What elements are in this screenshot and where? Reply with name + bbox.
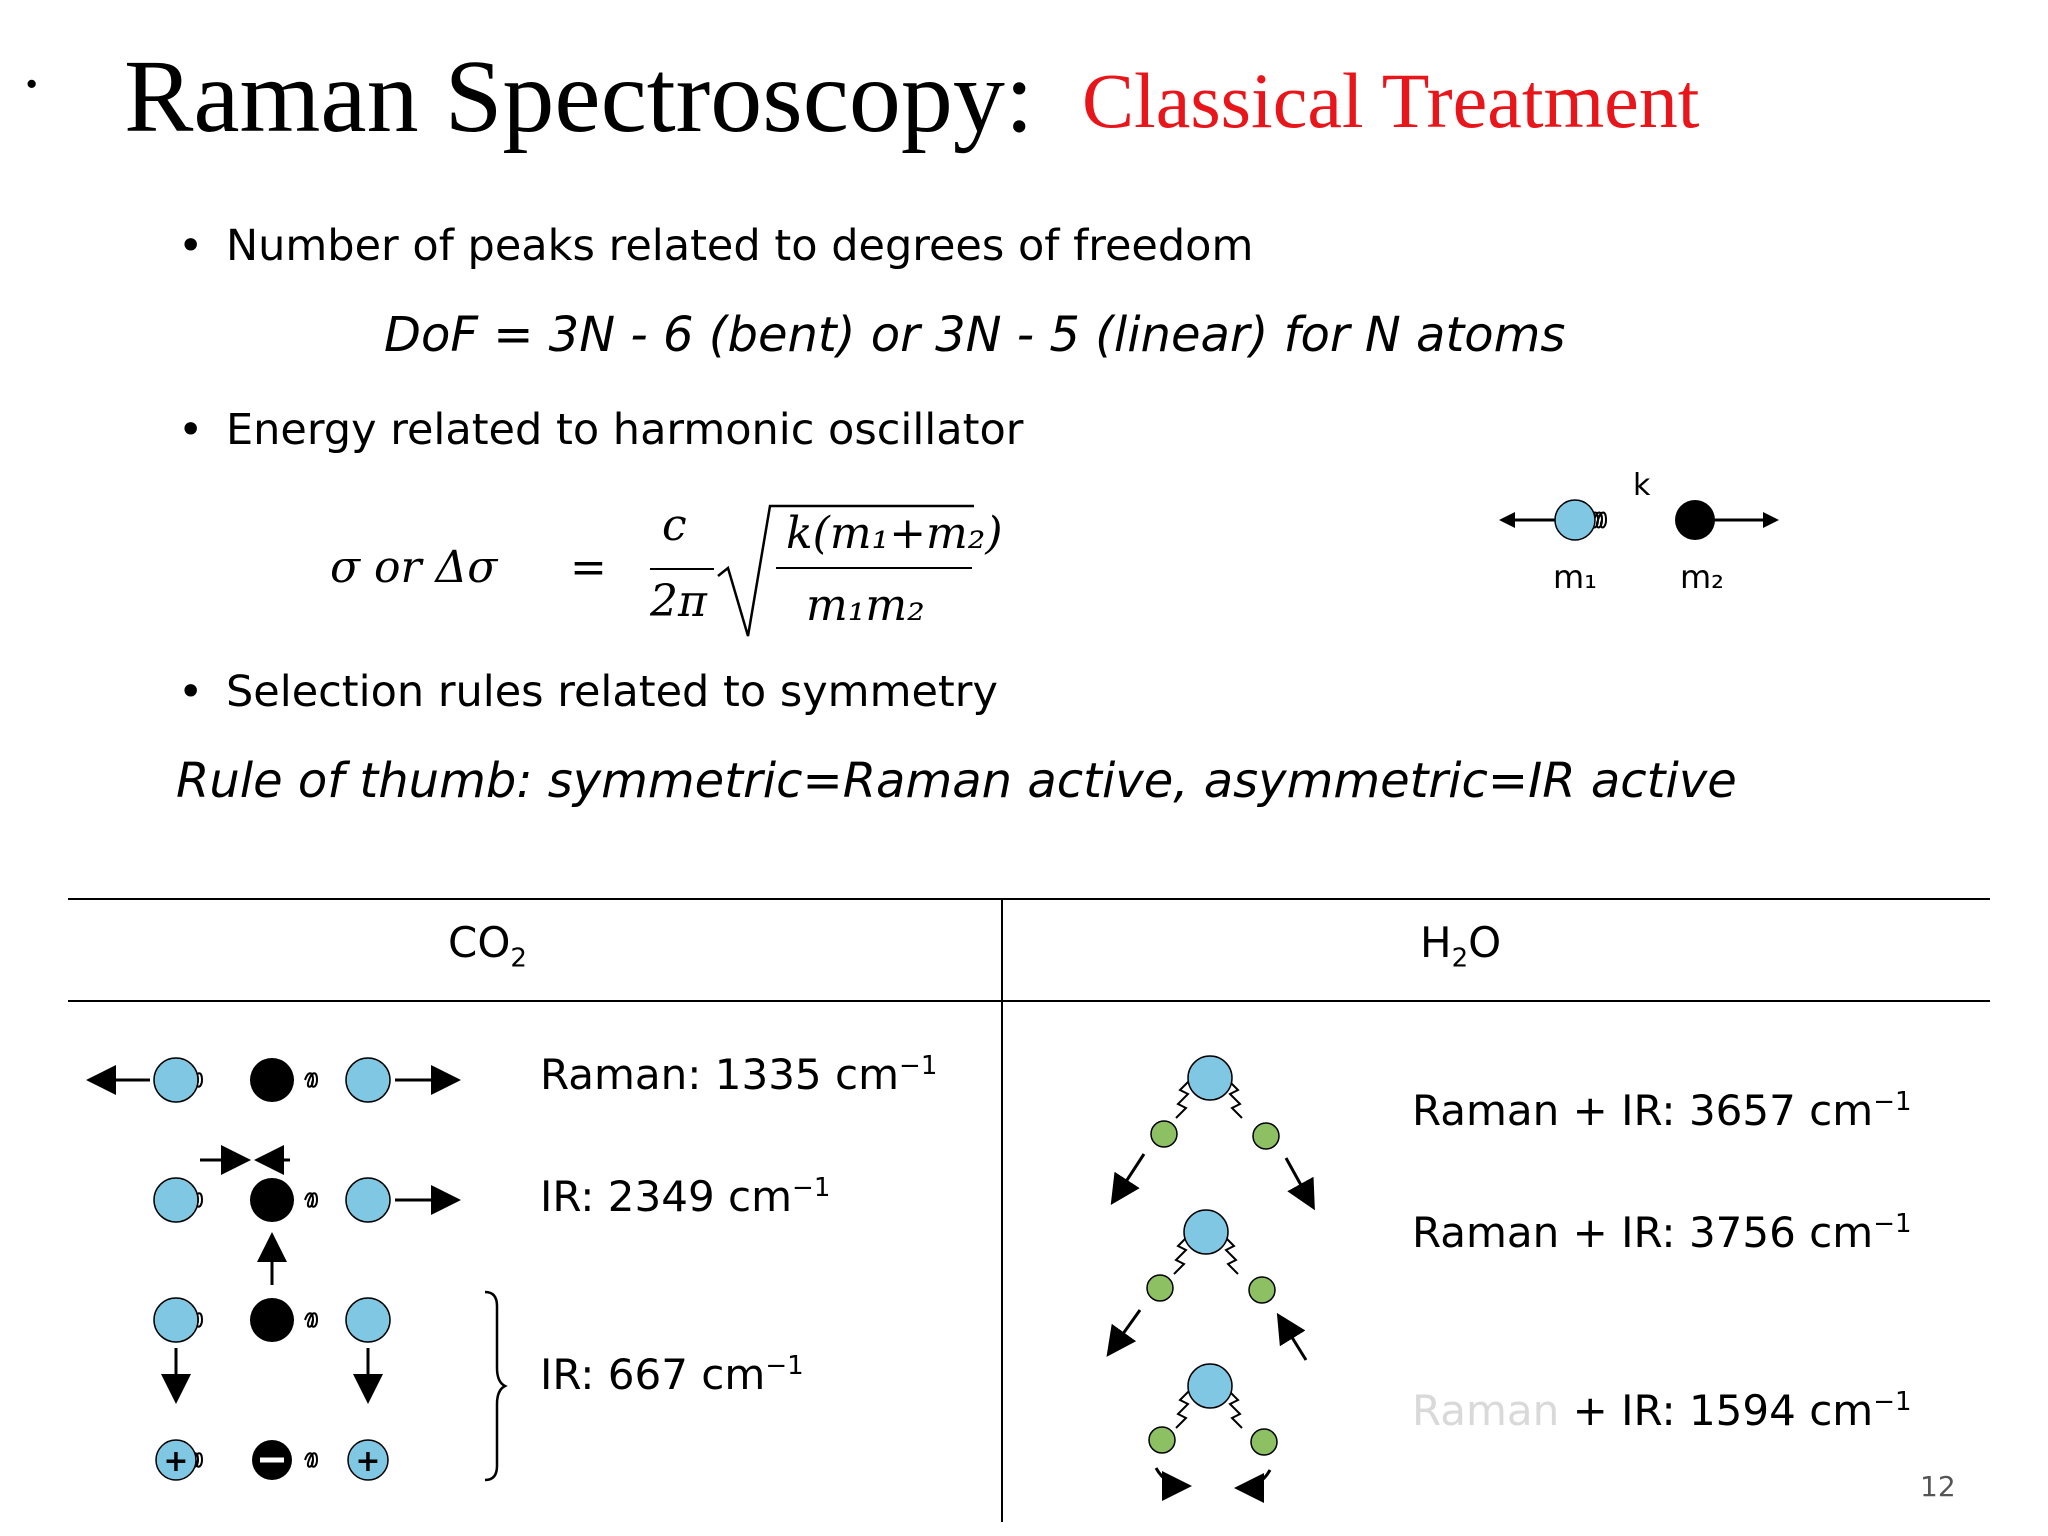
brace-icon — [484, 1290, 508, 1482]
sqrt-numerator: k(m₁+m₂) — [786, 508, 1003, 559]
h2o-mode-label: Raman + IR: 1594 cm−1 — [1412, 1386, 1912, 1435]
diatomic-oscillator-diagram: k m₁ m₂ — [1499, 470, 1779, 596]
bullet-dot-icon: • — [178, 405, 204, 455]
spring-icon — [1589, 511, 1608, 529]
co2-symmetric-stretch-icon — [86, 1057, 461, 1103]
left-arrow-icon — [1499, 512, 1557, 528]
bullet-text: Number of peaks related to degrees of fr… — [226, 221, 1254, 271]
formula-equals: = — [570, 542, 607, 593]
column-header-co2: CO2 — [448, 918, 527, 974]
h2o-mode-label: Raman + IR: 3657 cm−1 — [1412, 1086, 1912, 1135]
co2-vibration-modes-diagram: + + — [86, 1057, 508, 1482]
bullet-item-selection: • Selection rules related to symmetry — [178, 667, 998, 717]
bullet-text: Energy related to harmonic oscillator — [226, 405, 1024, 455]
svg-text:+: + — [163, 1444, 188, 1479]
co2-out-of-plane-bend-icon: + + — [155, 1439, 389, 1481]
table-column-divider — [1001, 898, 1003, 1522]
bullet-dot-icon: • — [178, 667, 204, 717]
fraction-bar — [650, 568, 714, 570]
h2o-symmetric-stretch-icon — [1110, 1055, 1315, 1211]
mass-label-m2: m₂ — [1680, 558, 1724, 596]
dof-equation: DoF = 3N - 6 (bent) or 3N - 5 (linear) f… — [384, 307, 1566, 363]
bullet-dot-icon: • — [178, 221, 204, 271]
atom-m2-icon — [1675, 500, 1715, 540]
fraction-numerator: c — [662, 500, 687, 551]
sqrt-sign-icon — [717, 504, 974, 637]
co2-mode-label: Raman: 1335 cm−1 — [540, 1050, 938, 1099]
sqrt-denominator: m₁m₂ — [806, 580, 925, 631]
bullet-item-dof: • Number of peaks related to degrees of f… — [178, 221, 1254, 271]
bullet-item-energy: • Energy related to harmonic oscillator — [178, 405, 1024, 455]
page-number: 12 — [1920, 1470, 1956, 1503]
co2-mode-label: IR: 2349 cm−1 — [540, 1172, 831, 1221]
h2o-asymmetric-stretch-icon — [1106, 1209, 1308, 1361]
co2-bending-icon — [153, 1232, 391, 1404]
co2-asymmetric-stretch-icon — [153, 1145, 461, 1223]
table-top-rule — [68, 898, 1990, 900]
co2-mode-label: IR: 667 cm−1 — [540, 1350, 804, 1399]
harmonic-oscillator-formula: σ or Δσ = c 2π k(m₁+m₂) m₁m₂ — [330, 500, 1003, 650]
right-arrow-icon — [1713, 512, 1779, 528]
formula-lhs: σ or Δσ — [330, 542, 498, 593]
column-header-h2o: H2O — [1420, 918, 1502, 974]
rule-of-thumb: Rule of thumb: symmetric=Raman active, a… — [176, 753, 1737, 809]
title-bullet-dot: · — [20, 46, 44, 123]
h2o-vibration-modes-diagram — [1106, 1055, 1315, 1503]
fraction-denominator: 2π — [650, 576, 707, 627]
h2o-bending-icon — [1148, 1363, 1278, 1503]
svg-text:+: + — [355, 1444, 380, 1479]
slide-title: Raman Spectroscopy: — [124, 39, 1034, 154]
bullet-text: Selection rules related to symmetry — [226, 667, 998, 717]
h2o-mode-label: Raman + IR: 3756 cm−1 — [1412, 1208, 1912, 1257]
mass-label-m1: m₁ — [1553, 558, 1597, 596]
atom-m1-icon — [1554, 499, 1596, 541]
spring-constant-label: k — [1633, 470, 1651, 503]
table-header-rule — [68, 1000, 1990, 1002]
slide-subtitle: Classical Treatment — [1082, 57, 1700, 144]
